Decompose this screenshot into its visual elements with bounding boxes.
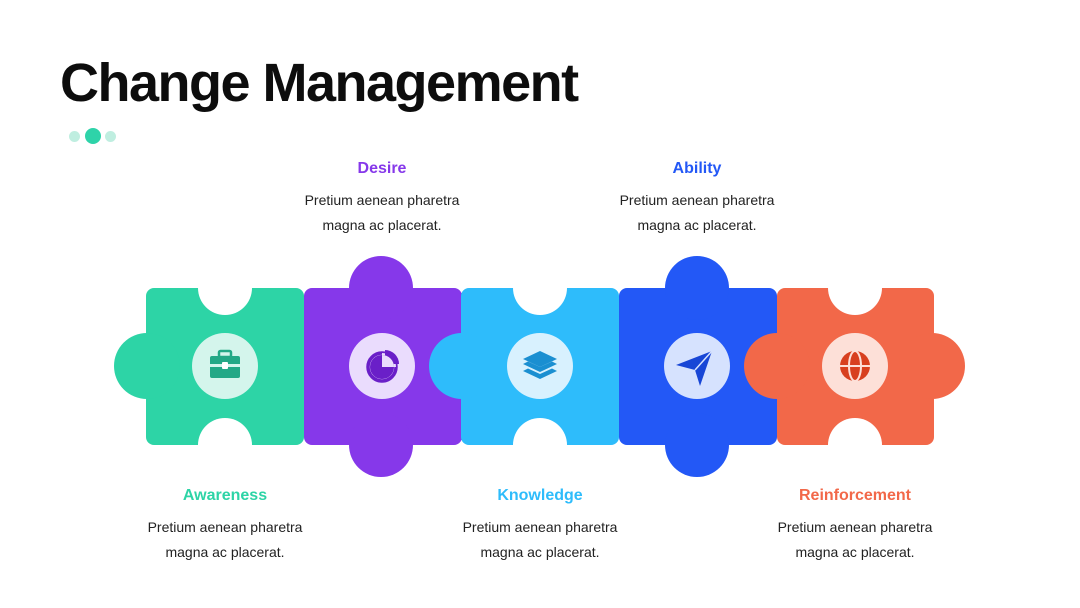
page-title: Change Management	[60, 53, 579, 113]
step-awareness-title: Awareness	[182, 487, 268, 504]
step-ability-title: Ability	[672, 160, 722, 177]
step-desire-title: Desire	[357, 160, 407, 177]
layers-icon	[507, 333, 573, 399]
decorative-dots	[69, 128, 129, 144]
step-reinforcement-title: Reinforcement	[798, 487, 912, 504]
step-knowledge-title: Knowledge	[497, 487, 583, 504]
briefcase-icon	[192, 333, 258, 399]
pie-chart-icon	[349, 333, 415, 399]
globe-icon	[822, 333, 888, 399]
send-icon	[664, 333, 730, 399]
